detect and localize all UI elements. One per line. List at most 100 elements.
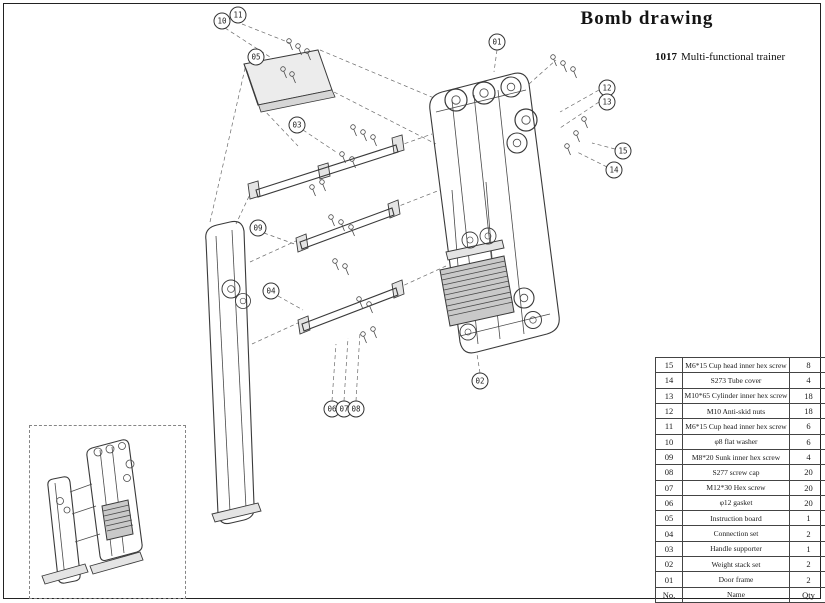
assembled-view-thumbnail bbox=[41, 439, 144, 585]
callout-05: 05 bbox=[247, 48, 265, 66]
table-row: 03 Handle supporter 1 bbox=[655, 540, 825, 558]
callout-15: 15 bbox=[614, 142, 632, 160]
table-row: 12 M10 Anti-skid nuts 18 bbox=[655, 402, 825, 420]
door-frame-left bbox=[205, 220, 262, 525]
svg-text:05: 05 bbox=[251, 53, 260, 62]
connection-beam-upper bbox=[295, 199, 401, 253]
page-title: Bomb drawing bbox=[580, 8, 714, 29]
connection-beam-lower bbox=[297, 279, 405, 335]
part-no: 12 bbox=[655, 402, 683, 420]
part-name: M10*65 Cylinder inner hex screw bbox=[682, 387, 790, 404]
callout-04: 04 bbox=[262, 282, 280, 300]
svg-text:01: 01 bbox=[492, 38, 501, 47]
part-no: 15 bbox=[655, 356, 683, 374]
part-no: 07 bbox=[655, 479, 683, 496]
part-qty: 18 bbox=[789, 402, 825, 420]
construction-lines bbox=[209, 49, 557, 345]
callout-09: 09 bbox=[249, 219, 267, 237]
svg-text:12: 12 bbox=[602, 84, 611, 93]
callout-08: 08 bbox=[347, 400, 365, 418]
table-header-row: No. Name Qty bbox=[655, 586, 825, 603]
part-name: S273 Tube cover bbox=[682, 372, 790, 389]
svg-text:09: 09 bbox=[253, 224, 262, 233]
callout-03: 03 bbox=[288, 116, 306, 134]
part-name: M12*30 Hex screw bbox=[682, 479, 790, 496]
svg-text:15: 15 bbox=[618, 147, 627, 156]
part-name: M6*15 Cup head inner hex screw bbox=[682, 356, 790, 374]
part-no: 14 bbox=[655, 372, 683, 389]
part-name: M8*20 Sunk inner hex screw bbox=[682, 448, 790, 466]
part-no: 01 bbox=[655, 571, 683, 588]
callout-11: 11 bbox=[229, 6, 247, 24]
part-no: 09 bbox=[655, 448, 683, 466]
svg-text:06: 06 bbox=[327, 405, 337, 414]
callout-leaders bbox=[224, 23, 616, 402]
part-name: Instruction board bbox=[682, 510, 790, 527]
part-qty: 6 bbox=[789, 433, 825, 450]
part-qty: 1 bbox=[789, 510, 825, 527]
callout-13: 13 bbox=[598, 93, 616, 111]
door-frame-right bbox=[429, 72, 560, 354]
part-no: 05 bbox=[655, 510, 683, 527]
part-no: 04 bbox=[655, 525, 683, 542]
table-row: 06 φ12 gasket 20 bbox=[655, 494, 825, 512]
table-row: 11 M6*15 Cup head inner hex screw 6 bbox=[655, 418, 825, 435]
callout-02: 02 bbox=[471, 372, 489, 390]
part-name: Connection set bbox=[682, 525, 790, 542]
callout-10: 10 bbox=[213, 12, 231, 30]
part-name: φ12 gasket bbox=[682, 494, 790, 512]
header-no: No. bbox=[655, 586, 683, 603]
weight-stack bbox=[439, 239, 515, 327]
svg-text:11: 11 bbox=[233, 11, 242, 20]
header-qty: Qty bbox=[789, 586, 825, 603]
table-row: 10 φ8 flat washer 6 bbox=[655, 433, 825, 450]
part-qty: 2 bbox=[789, 525, 825, 542]
part-qty: 20 bbox=[789, 479, 825, 496]
model-name: Multi-functional trainer bbox=[681, 51, 786, 63]
part-name: M6*15 Cup head inner hex screw bbox=[682, 418, 790, 435]
callouts: 01 02 03 04 05 06 07 08 09 10 11 12 13 1… bbox=[213, 6, 632, 418]
table-row: 07 M12*30 Hex screw 20 bbox=[655, 479, 825, 496]
part-no: 13 bbox=[655, 387, 683, 404]
table-row: 13 M10*65 Cylinder inner hex screw 18 bbox=[655, 387, 825, 404]
part-qty: 2 bbox=[789, 556, 825, 573]
part-no: 08 bbox=[655, 464, 683, 481]
part-name: Weight stack set bbox=[682, 556, 790, 573]
assembled-view-box bbox=[29, 425, 186, 599]
part-qty: 6 bbox=[789, 418, 825, 435]
part-name: S277 screw cap bbox=[682, 464, 790, 481]
svg-text:04: 04 bbox=[266, 287, 276, 296]
part-name: Door frame bbox=[682, 571, 790, 588]
table-row: 15 M6*15 Cup head inner hex screw 8 bbox=[655, 356, 825, 374]
handle-supporter-beam bbox=[247, 134, 405, 200]
svg-text:07: 07 bbox=[339, 405, 348, 414]
table-row: 09 M8*20 Sunk inner hex screw 4 bbox=[655, 448, 825, 466]
table-row: 02 Weight stack set 2 bbox=[655, 556, 825, 573]
table-row: 14 S273 Tube cover 4 bbox=[655, 372, 825, 389]
part-no: 03 bbox=[655, 540, 683, 558]
svg-text:14: 14 bbox=[609, 166, 619, 175]
callout-14: 14 bbox=[605, 161, 623, 179]
svg-text:10: 10 bbox=[217, 17, 227, 26]
part-name: φ8 flat washer bbox=[682, 433, 790, 450]
part-qty: 1 bbox=[789, 540, 825, 558]
parts-table: 15 M6*15 Cup head inner hex screw 8 14 S… bbox=[655, 356, 825, 603]
part-no: 02 bbox=[655, 556, 683, 573]
part-qty: 20 bbox=[789, 494, 825, 512]
table-row: 01 Door frame 2 bbox=[655, 571, 825, 588]
instruction-board bbox=[243, 49, 336, 113]
part-name: Handle supporter bbox=[682, 540, 790, 558]
part-qty: 4 bbox=[789, 448, 825, 466]
part-no: 11 bbox=[655, 418, 683, 435]
svg-text:08: 08 bbox=[351, 405, 361, 414]
part-qty: 18 bbox=[789, 387, 825, 404]
svg-text:02: 02 bbox=[475, 377, 484, 386]
part-qty: 8 bbox=[789, 356, 825, 374]
header-name: Name bbox=[682, 586, 790, 603]
callout-01: 01 bbox=[488, 33, 506, 51]
part-name: M10 Anti-skid nuts bbox=[682, 402, 790, 420]
svg-text:13: 13 bbox=[602, 98, 611, 107]
part-qty: 2 bbox=[789, 571, 825, 588]
